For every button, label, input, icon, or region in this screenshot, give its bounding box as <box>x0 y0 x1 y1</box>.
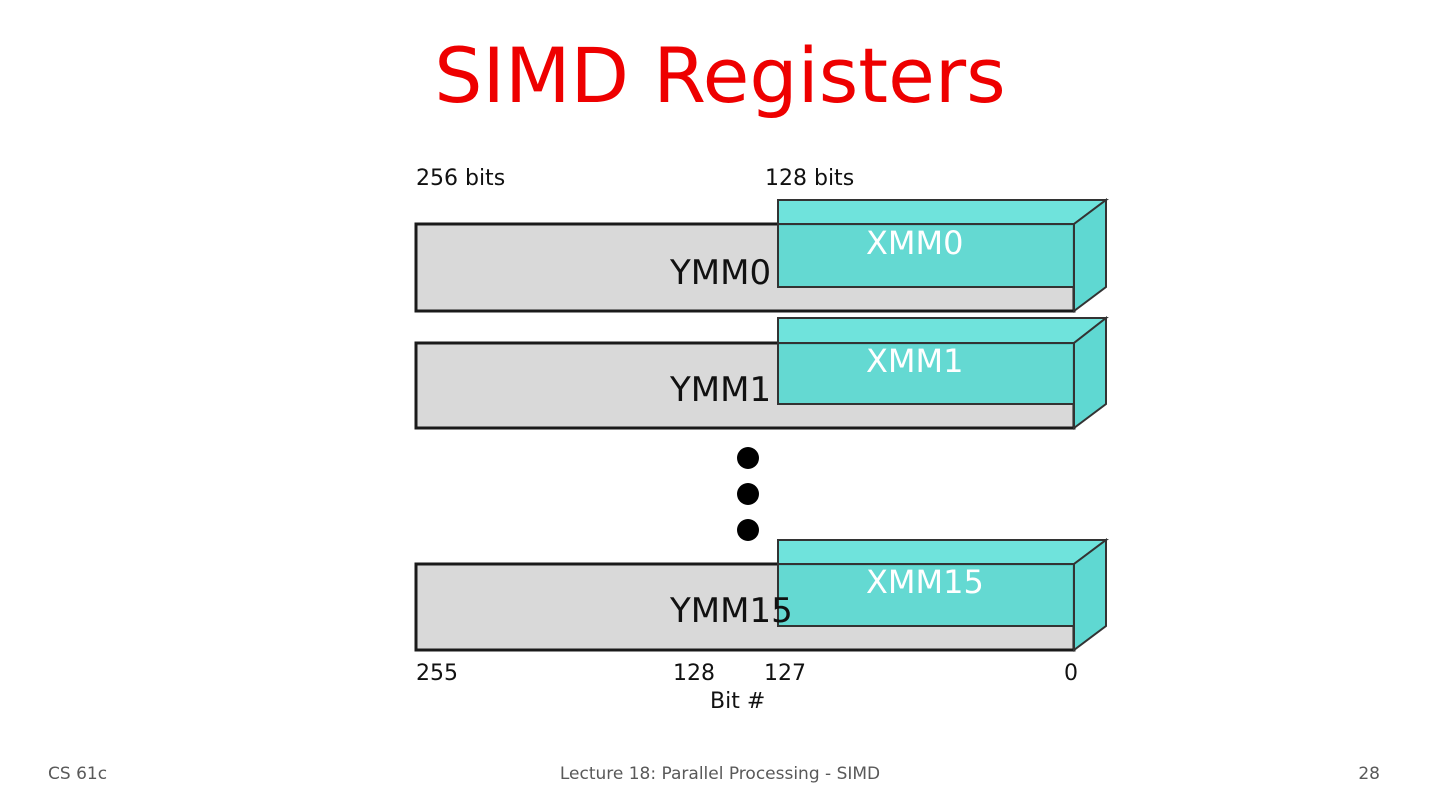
register-row-15: YMM15 XMM15 <box>414 538 1109 652</box>
xmm-register-top-face <box>777 539 1109 565</box>
ymm-register-label: YMM0 <box>669 253 771 293</box>
xmm-register-label: XMM1 <box>866 342 964 380</box>
footer-course: CS 61c <box>48 764 108 784</box>
footer-lecture-title: Lecture 18: Parallel Processing - SIMD <box>559 764 881 784</box>
ymm-register-label: YMM1 <box>669 370 771 410</box>
xmm-register-box <box>777 342 1075 405</box>
ellipsis-dot <box>737 447 759 469</box>
ellipsis-dot <box>737 519 759 541</box>
bit-position-0: 0 <box>1064 661 1078 686</box>
xmm-register-top-face <box>777 199 1109 225</box>
bit-axis-label: Bit # <box>710 689 765 714</box>
register-row-1: YMM1 XMM1 <box>414 315 1109 430</box>
label-256-bits: 256 bits <box>416 166 505 191</box>
register-row-0: YMM0 XMM0 <box>414 198 1109 313</box>
xmm-register-label: XMM15 <box>866 563 984 601</box>
xmm-register-box <box>777 223 1075 288</box>
label-128-bits: 128 bits <box>765 166 854 191</box>
bit-position-128: 128 <box>673 661 715 686</box>
bit-position-127: 127 <box>764 661 806 686</box>
xmm-register-label: XMM0 <box>866 224 964 262</box>
xmm-register-top-face <box>777 317 1109 344</box>
footer-page-number: 28 <box>1358 764 1380 784</box>
ymm-register-label: YMM15 <box>669 591 793 631</box>
ellipsis-dot <box>737 483 759 505</box>
bit-position-255: 255 <box>416 661 458 686</box>
slide-title: SIMD Registers <box>434 31 1006 120</box>
xmm-register-box <box>777 563 1075 627</box>
